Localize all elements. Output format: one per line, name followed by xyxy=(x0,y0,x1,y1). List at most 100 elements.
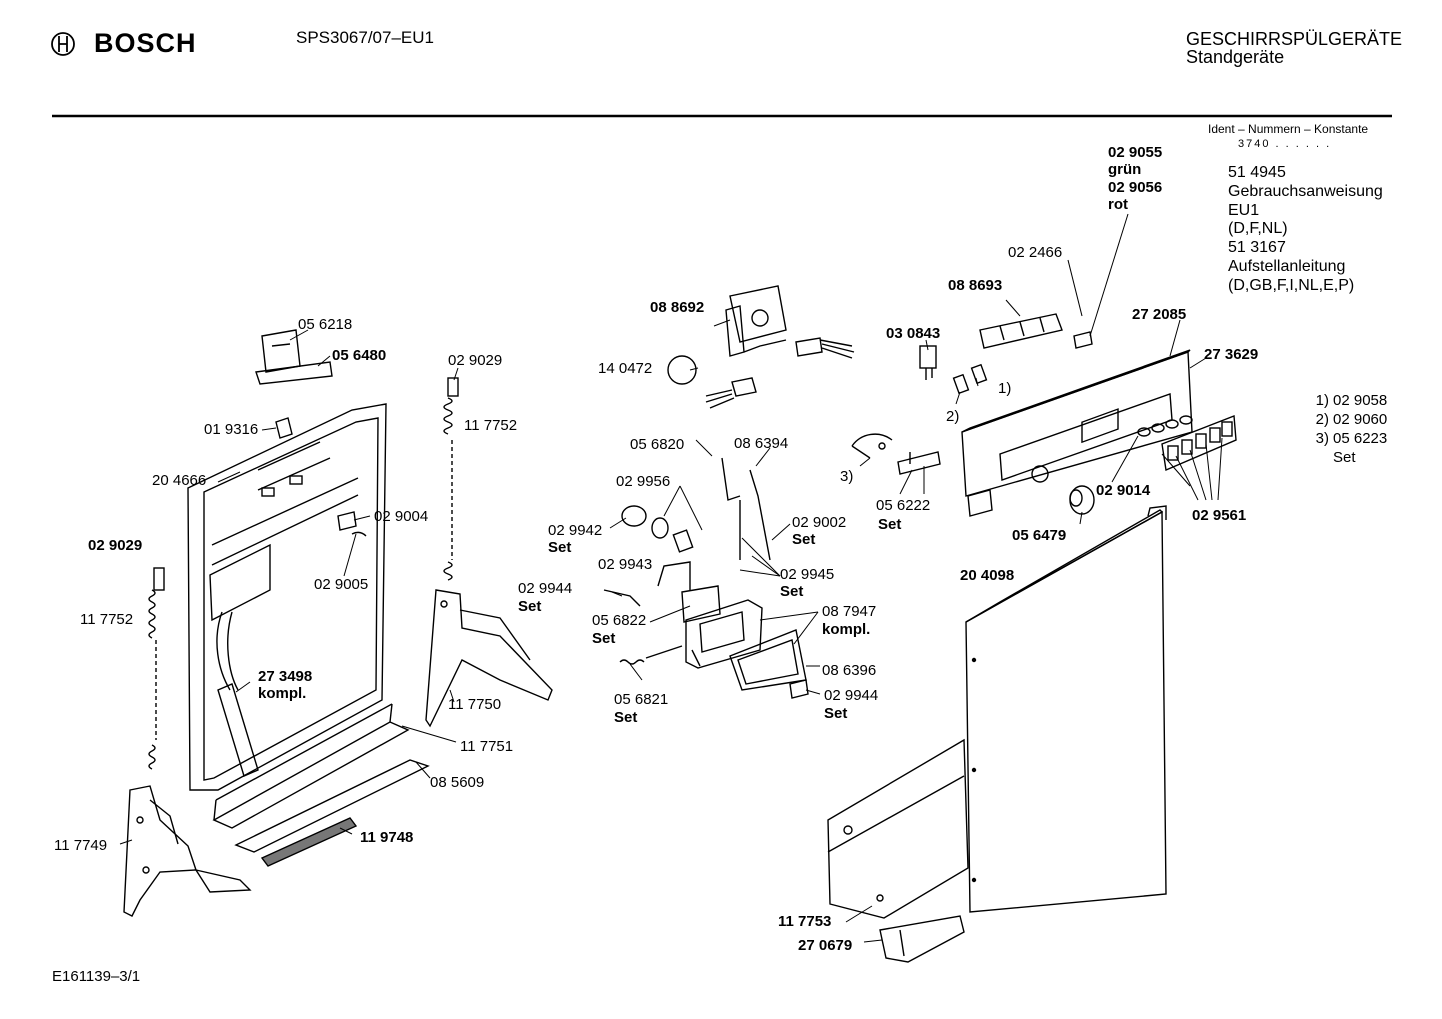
part-label: 01 9316 xyxy=(204,421,259,438)
part-label: 02 9942 xyxy=(548,522,603,539)
part-label: 05 6218 xyxy=(298,316,353,333)
leader-lines-right xyxy=(845,905,883,943)
part-label: 02 9943 xyxy=(598,556,653,573)
part-label: 02 9055 xyxy=(1108,144,1163,161)
kickplate xyxy=(827,738,969,919)
part-label: 02 9944 xyxy=(824,687,879,704)
part-label: Set xyxy=(614,709,638,726)
part-label: 1) xyxy=(998,380,1012,397)
reference-row: 3)05 6223 xyxy=(1315,430,1388,447)
screw-2 xyxy=(952,373,970,395)
set-056222 xyxy=(897,451,941,475)
program-timer xyxy=(725,285,855,359)
part-label: Set xyxy=(878,516,902,533)
part-label: 05 6822 xyxy=(592,612,647,629)
part-label: 08 8693 xyxy=(948,277,1003,294)
hinge-left xyxy=(123,785,252,917)
part-label: 05 6820 xyxy=(630,436,685,453)
part-label: 02 2466 xyxy=(1008,244,1063,261)
reference-row: 2)02 9060 xyxy=(1315,411,1388,428)
door-seal xyxy=(260,817,358,867)
part-label: 05 6480 xyxy=(332,347,387,364)
part-label: 02 9005 xyxy=(314,576,369,593)
part-label: 11 7749 xyxy=(54,837,108,854)
wiring-loom xyxy=(705,377,757,409)
part-label: 2) xyxy=(946,408,960,425)
window-frame xyxy=(729,629,807,691)
document-line: (D,F,NL) xyxy=(1228,220,1288,238)
outer-door-panel xyxy=(965,505,1167,913)
hinge-right xyxy=(425,589,553,728)
bosch-armature-icon xyxy=(51,31,75,56)
part-label: 08 8692 xyxy=(650,299,705,316)
dial-plate xyxy=(851,433,893,459)
lever-assembly xyxy=(721,457,771,561)
part-label: 20 4098 xyxy=(960,567,1015,584)
part-label: 27 0679 xyxy=(798,937,853,954)
part-label: 02 9945 xyxy=(780,566,835,583)
ident-value: 3740 . . . . . . xyxy=(1238,138,1332,150)
part-label: 05 6479 xyxy=(1012,527,1067,544)
button-strip xyxy=(1161,415,1237,471)
control-panel xyxy=(961,349,1193,517)
part-label: 11 7751 xyxy=(460,738,514,755)
reference-list: 1)02 9058 2)02 9060 3)05 6223 Set xyxy=(1303,391,1388,467)
category: GESCHIRRSPÜLGERÄTE Standgeräte xyxy=(1186,30,1402,66)
part-label: 27 3498 xyxy=(258,668,313,685)
selector-knob xyxy=(1069,485,1095,515)
part-label: rot xyxy=(1108,196,1128,213)
part-label: 27 2085 xyxy=(1132,306,1187,323)
part-label: 14 0472 xyxy=(598,360,653,377)
clip-019316 xyxy=(275,417,293,439)
part-label: kompl. xyxy=(258,685,307,702)
springs-left xyxy=(148,567,165,770)
reference-row: 1)02 9058 xyxy=(1315,392,1388,409)
lock-parts-small xyxy=(603,505,809,699)
part-label: Set xyxy=(824,705,848,722)
document-line: EU1 xyxy=(1228,201,1260,219)
footer-code: E161139–3/1 xyxy=(52,968,141,985)
springs-right xyxy=(443,377,459,581)
part-label: 11 7753 xyxy=(778,913,832,930)
part-label: 02 9004 xyxy=(374,508,429,525)
document-line: (D,GB,F,I,NL,E,P) xyxy=(1228,276,1355,294)
part-label: 08 7947 xyxy=(822,603,877,620)
part-label: Set xyxy=(548,539,572,556)
category-line-2: Standgeräte xyxy=(1186,47,1285,67)
leader-lines-middle xyxy=(609,213,1223,695)
brand-name: BOSCH xyxy=(94,28,197,58)
button-springs xyxy=(1137,415,1193,437)
part-label: 20 4666 xyxy=(152,472,207,489)
cable-channel xyxy=(217,683,259,777)
door-lock xyxy=(685,599,763,669)
inner-door-frame xyxy=(187,403,387,791)
part-label: 08 6396 xyxy=(822,662,877,679)
latch-spring-frame xyxy=(681,585,721,623)
part-label: 08 5609 xyxy=(430,774,485,791)
part-label: 05 6821 xyxy=(614,691,669,708)
part-label: 11 7750 xyxy=(448,696,502,713)
part-label: 02 9014 xyxy=(1096,482,1151,499)
timer-motor xyxy=(667,355,697,385)
part-label: 02 9956 xyxy=(616,473,671,490)
part-label: Set xyxy=(780,583,804,600)
part-label: kompl. xyxy=(822,621,871,638)
documents-list: 51 4945 Gebrauchsanweisung EU1 (D,F,NL) … xyxy=(1228,164,1383,296)
document-line: Aufstellanleitung xyxy=(1228,257,1346,275)
part-label: 3) xyxy=(840,468,854,485)
part-label: 02 9944 xyxy=(518,580,573,597)
part-label: 11 7752 xyxy=(80,611,134,628)
reference-row: Set xyxy=(1333,449,1356,466)
leader-lines-left xyxy=(119,329,459,845)
part-label: 11 9748 xyxy=(360,829,414,846)
switch-bar xyxy=(979,313,1063,349)
switch-030843 xyxy=(919,345,937,380)
part-label: 02 9002 xyxy=(792,514,847,531)
part-label: 02 9561 xyxy=(1192,507,1247,524)
part-label: grün xyxy=(1108,161,1142,178)
part-label: 08 6394 xyxy=(734,435,789,452)
part-label: 02 9029 xyxy=(448,352,503,369)
part-label: 27 3629 xyxy=(1204,346,1259,363)
bottom-rail xyxy=(212,703,410,829)
